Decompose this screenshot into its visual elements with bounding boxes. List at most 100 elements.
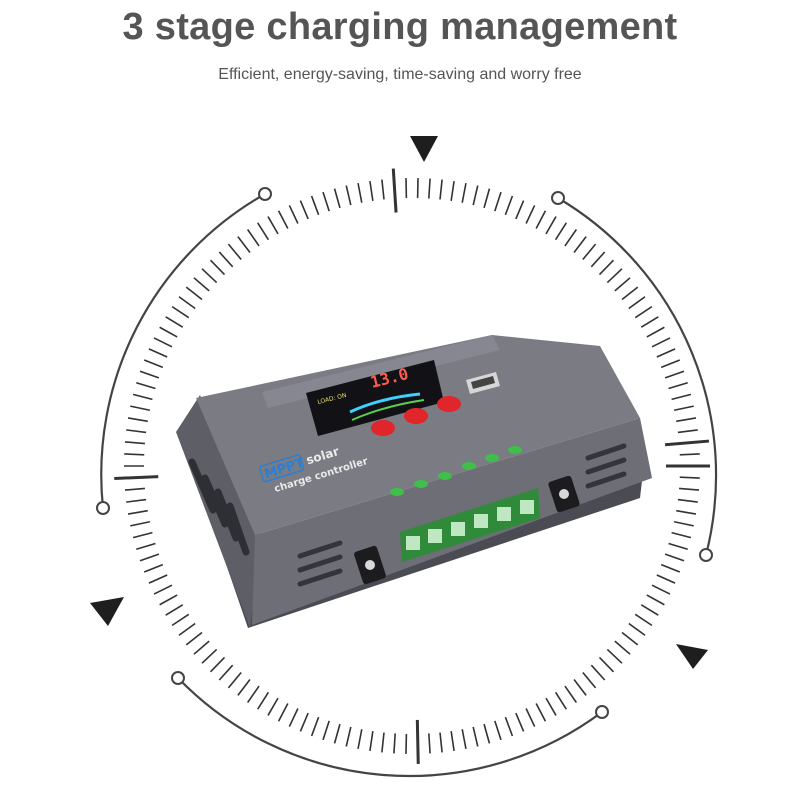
dial-tick bbox=[178, 296, 196, 310]
dial-tick bbox=[218, 664, 234, 681]
dial-tick bbox=[494, 191, 502, 212]
dial-tick bbox=[357, 182, 363, 203]
dial-tick bbox=[148, 574, 168, 584]
dial-tick bbox=[267, 216, 279, 235]
dial-tick bbox=[127, 417, 148, 423]
dial-tick bbox=[139, 370, 160, 379]
dial-tick bbox=[237, 236, 251, 254]
dial-tick bbox=[664, 370, 685, 379]
dial-tick bbox=[381, 179, 385, 200]
up-button[interactable] bbox=[404, 408, 428, 424]
dial-tick bbox=[369, 180, 374, 201]
dial-tick bbox=[676, 417, 697, 423]
control-buttons bbox=[371, 396, 461, 436]
dial-tick bbox=[677, 429, 698, 434]
dial-tick bbox=[461, 729, 467, 750]
dc-jack-left-pin bbox=[365, 560, 375, 570]
dial-tick bbox=[679, 453, 700, 456]
dial-tick bbox=[598, 259, 615, 276]
dial-tick bbox=[651, 337, 671, 348]
dial-tick bbox=[201, 268, 218, 284]
lcd-frame bbox=[306, 360, 444, 436]
dial-tick bbox=[143, 563, 164, 573]
dial-tick bbox=[153, 337, 173, 348]
menu-button[interactable] bbox=[371, 420, 395, 436]
page-title: 3 stage charging management bbox=[122, 6, 678, 48]
dial-tick bbox=[126, 498, 147, 503]
circle-node-icon bbox=[551, 191, 565, 205]
dial-tick bbox=[322, 720, 330, 741]
dial-tick bbox=[677, 498, 698, 503]
dial-tick bbox=[132, 531, 153, 539]
dial-tick bbox=[646, 326, 665, 338]
lcd-graph bbox=[349, 392, 421, 414]
dial-tick bbox=[288, 708, 299, 727]
tick-dial bbox=[114, 168, 710, 764]
dial-tick bbox=[178, 622, 196, 636]
dial-tick bbox=[535, 210, 547, 229]
page-subtitle: Efficient, energy-saving, time-saving an… bbox=[218, 66, 582, 83]
dial-tick bbox=[671, 393, 692, 401]
terminal-block bbox=[400, 488, 540, 562]
dial-tick bbox=[582, 243, 597, 261]
vent-left bbox=[188, 458, 250, 556]
dial-tick bbox=[439, 179, 443, 200]
triangle-marker-icon bbox=[90, 597, 124, 626]
terminal-body bbox=[400, 488, 540, 562]
dial-tick bbox=[299, 200, 309, 220]
vent-front-right bbox=[585, 443, 627, 489]
dial-tick bbox=[614, 277, 631, 292]
brand-badge-box bbox=[259, 454, 305, 483]
terminal-screws bbox=[406, 500, 534, 550]
dial-tick bbox=[664, 439, 710, 447]
dial-tick bbox=[381, 732, 385, 753]
dial-tick bbox=[628, 622, 646, 636]
dial-tick bbox=[621, 286, 639, 301]
dial-tick bbox=[185, 631, 203, 646]
lcd-graph-2 bbox=[351, 399, 425, 421]
dial-tick bbox=[656, 574, 676, 584]
down-button[interactable] bbox=[437, 396, 461, 412]
dial-tick bbox=[676, 509, 697, 515]
dial-tick bbox=[483, 188, 491, 209]
dial-tick bbox=[136, 542, 156, 551]
dial-tick bbox=[428, 733, 431, 754]
dial-tick bbox=[590, 251, 606, 268]
circle-node-icon bbox=[258, 187, 272, 201]
dial-tick bbox=[357, 729, 363, 750]
dial-tick bbox=[124, 441, 146, 445]
outer-arc-right bbox=[557, 197, 718, 556]
dial-tick bbox=[628, 296, 646, 310]
dial-tick bbox=[450, 180, 455, 201]
dial-tick bbox=[277, 210, 289, 229]
dial-tick bbox=[472, 726, 479, 747]
dial-tick bbox=[391, 168, 398, 213]
dial-tick bbox=[439, 732, 443, 753]
dial-tick bbox=[299, 712, 309, 732]
dial-tick bbox=[651, 584, 671, 595]
usb-port bbox=[466, 372, 500, 394]
dial-tick bbox=[257, 222, 270, 241]
dial-tick bbox=[126, 429, 147, 434]
dial-tick bbox=[664, 553, 685, 562]
dial-tick bbox=[333, 723, 341, 744]
dial-tick bbox=[673, 520, 694, 527]
circle-node-icon bbox=[96, 501, 110, 515]
dial-tick bbox=[165, 316, 184, 328]
dial-tick bbox=[310, 195, 320, 216]
dial-tick bbox=[598, 656, 615, 673]
outer-arc-left bbox=[100, 193, 266, 509]
dial-tick bbox=[124, 487, 146, 491]
dial-tick bbox=[614, 640, 631, 655]
dial-tick bbox=[393, 733, 396, 754]
dial-tick bbox=[483, 723, 491, 744]
dial-tick bbox=[114, 475, 159, 480]
dial-tick bbox=[461, 182, 467, 203]
dial-tick bbox=[671, 531, 692, 539]
dial-tick bbox=[130, 405, 151, 412]
dial-tick bbox=[132, 393, 153, 401]
dial-tick bbox=[673, 405, 694, 412]
circle-node-icon bbox=[595, 705, 609, 719]
dial-tick bbox=[165, 604, 184, 616]
